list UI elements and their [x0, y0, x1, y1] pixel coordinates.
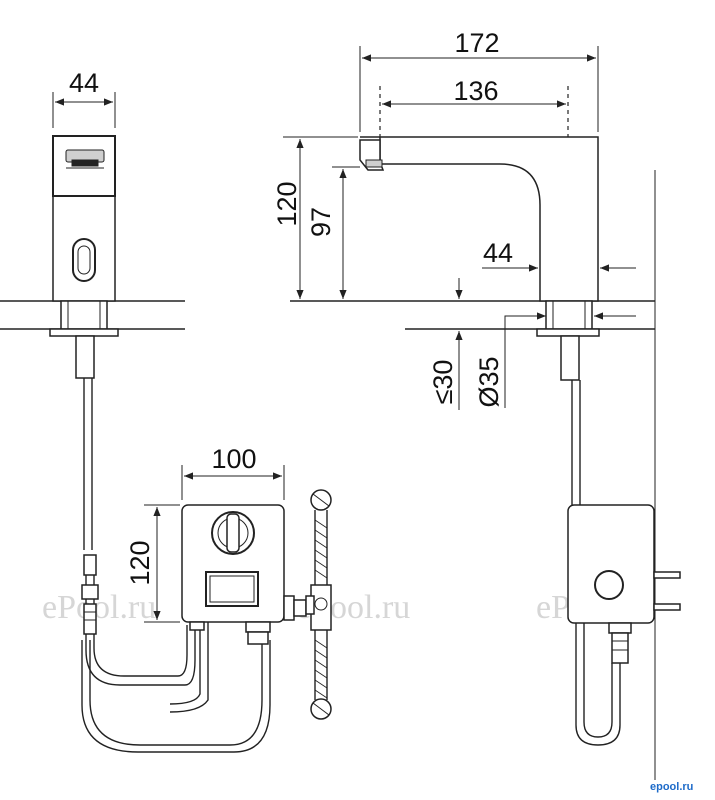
front-sensor-window	[72, 238, 96, 282]
dim-side-reach: 136	[453, 76, 498, 106]
dim-hole-diameter: Ø35	[474, 356, 504, 407]
side-control-knob	[594, 570, 624, 600]
dim-side-height: 120	[272, 181, 302, 226]
front-view: 44	[0, 68, 271, 753]
side-faucet-body	[360, 136, 599, 302]
dim-box-height: 120	[125, 540, 155, 585]
dim-box-width: 100	[211, 444, 256, 474]
dim-side-spout-height: 97	[306, 207, 336, 237]
control-knob	[211, 511, 255, 555]
side-control-box	[567, 504, 655, 624]
front-faucet-head	[52, 135, 116, 197]
watermark-corner-logo: epool.ru	[650, 781, 693, 793]
dim-side-overall: 172	[454, 28, 499, 58]
control-box-view: 100 120	[125, 444, 332, 720]
side-view: 172 136 120 97 44 ≤30 Ø35	[272, 28, 681, 780]
watermark-left: ePool.ru	[42, 589, 156, 626]
dim-deck-thickness: ≤30	[428, 360, 458, 405]
control-box-label	[205, 571, 259, 607]
dim-front-width: 44	[69, 68, 99, 98]
dim-side-base-width: 44	[483, 238, 513, 268]
